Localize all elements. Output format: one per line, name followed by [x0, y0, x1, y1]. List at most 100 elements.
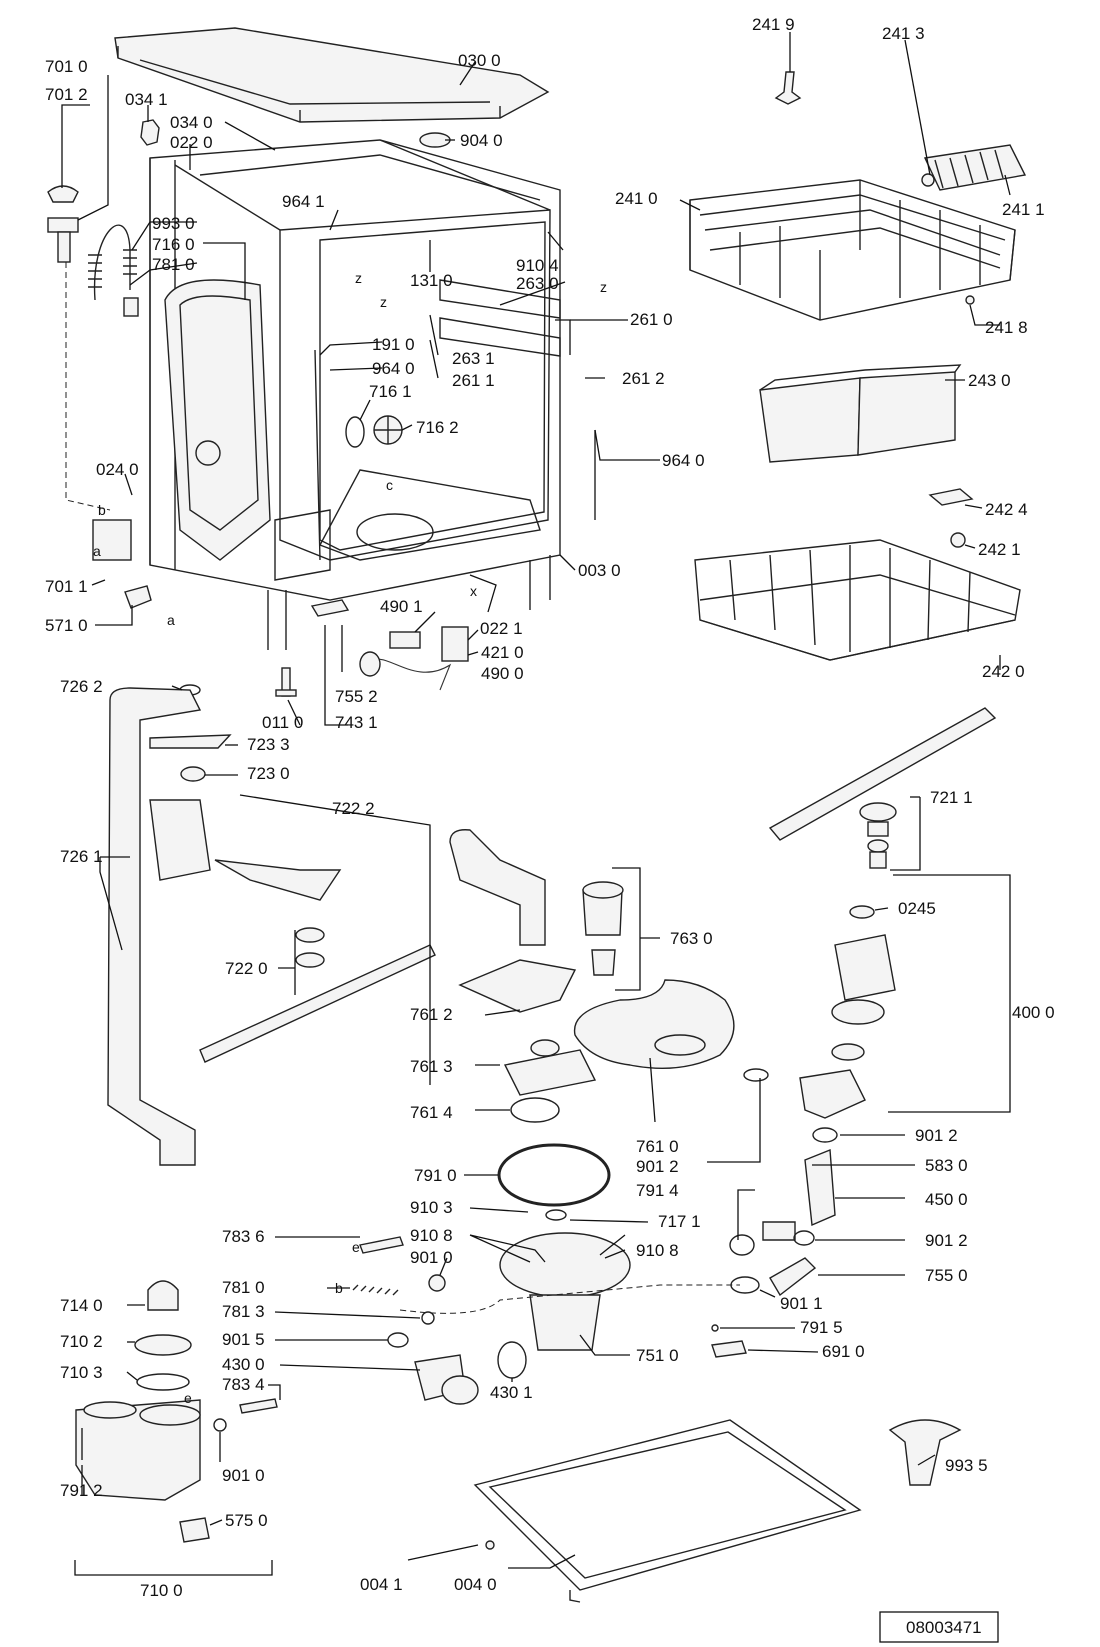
- part-label-421-0: 421 0: [481, 643, 524, 662]
- cutlery-basket-243-0: [759, 364, 962, 463]
- part-label-004-1: 004 1: [360, 1575, 403, 1594]
- reference-letters: z z c b a a x b e e z: [93, 270, 607, 1406]
- part-label-717-1: 717 1: [658, 1212, 701, 1231]
- hose-781-0: [352, 1284, 399, 1296]
- doc-id-box: [879, 1611, 999, 1643]
- part-label-761-3: 761 3: [410, 1057, 453, 1076]
- part-label-783-6: 783 6: [222, 1227, 265, 1246]
- part-label-761-4: 761 4: [410, 1103, 453, 1122]
- part-label-701-1: 701 1: [45, 577, 88, 596]
- letter-mark: e: [352, 1239, 360, 1255]
- part-label-993-0: 993 0: [152, 214, 195, 233]
- ring-781-3: [421, 1311, 435, 1325]
- part-label-910-3: 910 3: [410, 1198, 453, 1217]
- letter-mark: a: [93, 543, 101, 559]
- ring-791-5: [711, 1324, 719, 1332]
- part-label-242-1: 242 1: [978, 540, 1021, 559]
- electrical-parts-490: [359, 626, 469, 691]
- cap-714-0: [147, 1280, 179, 1311]
- part-label-241-1: 241 1: [1002, 200, 1045, 219]
- motor-pump-400-0: [743, 905, 896, 1119]
- part-761-2: [458, 959, 577, 1013]
- part-label-901-5: 901 5: [222, 1330, 265, 1349]
- arm-723-3: [149, 734, 232, 749]
- part-241-8: [965, 295, 975, 305]
- part-label-261-1: 261 1: [452, 371, 495, 390]
- part-label-191-0: 191 0: [372, 335, 415, 354]
- part-label-241-8: 241 8: [985, 318, 1028, 337]
- part-label-034-0: 034 0: [170, 113, 213, 132]
- part-241-9: [774, 71, 802, 105]
- clamp-901-1: [730, 1276, 760, 1294]
- letter-mark: e: [184, 1390, 192, 1406]
- part-label-034-1: 034 1: [125, 90, 168, 109]
- lower-spray-arm-722-0: [199, 859, 436, 1063]
- part-label-901-2-c: 901 2: [925, 1231, 968, 1250]
- part-034-1: [140, 119, 160, 146]
- part-label-964-1: 964 1: [282, 192, 325, 211]
- ring-710-3: [136, 1373, 190, 1391]
- part-label-751-0: 751 0: [636, 1346, 679, 1365]
- part-label-763-0: 763 0: [670, 929, 713, 948]
- part-label-241-3: 241 3: [882, 24, 925, 43]
- part-label-263-1: 263 1: [452, 349, 495, 368]
- letter-mark: z: [355, 270, 362, 286]
- clamp-901-2-a: [812, 1127, 838, 1143]
- part-label-430-0: 430 0: [222, 1355, 265, 1374]
- part-583-0: [762, 1221, 796, 1241]
- part-label-263-0: 263 0: [516, 274, 559, 293]
- part-label-901-2-a: 901 2: [915, 1126, 958, 1145]
- part-label-710-3: 710 3: [60, 1363, 103, 1382]
- part-701-1: [92, 519, 132, 561]
- part-242-1: [950, 532, 966, 548]
- letter-mark: c: [386, 477, 393, 493]
- part-691-0: [711, 1340, 747, 1358]
- part-label-022-0: 022 0: [170, 133, 213, 152]
- part-label-400-0: 400 0: [1012, 1003, 1055, 1022]
- part-label-710-2: 710 2: [60, 1332, 103, 1351]
- part-label-241-0: 241 0: [615, 189, 658, 208]
- letter-mark: x: [470, 583, 477, 599]
- clamp-901-5: [387, 1332, 409, 1348]
- softener-710-0: [75, 1399, 201, 1501]
- letter-mark: z: [600, 279, 607, 295]
- letter-mark: a: [167, 612, 175, 628]
- part-783-4: [239, 1398, 278, 1414]
- part-label-583-0: 583 0: [925, 1156, 968, 1175]
- upper-spray-arm-721-1: [768, 707, 997, 869]
- sieve-761-0: [573, 979, 735, 1069]
- part-label-964-0-a: 964 0: [372, 359, 415, 378]
- elbow-755-0: [769, 1257, 817, 1297]
- part-label-004-0: 004 0: [454, 1575, 497, 1594]
- part-701-2: [47, 185, 79, 203]
- part-242-4: [928, 488, 974, 506]
- part-label-450-0: 450 0: [925, 1190, 968, 1209]
- gasket-791-0: [497, 1143, 611, 1207]
- part-label-701-2: 701 2: [45, 85, 88, 104]
- part-571-0: [124, 585, 152, 609]
- valve-701-0: [47, 217, 79, 263]
- part-label-011-0: 011 0: [262, 713, 303, 732]
- tub-cabinet: [149, 139, 596, 650]
- part-label-791-5: 791 5: [800, 1318, 843, 1337]
- part-label-261-0: 261 0: [630, 310, 673, 329]
- upper-basket-241-0: [689, 179, 1016, 321]
- part-label-993-5: 993 5: [945, 1456, 988, 1475]
- base-frame-004-0: [473, 1419, 862, 1603]
- document-id: 08003471: [906, 1618, 982, 1637]
- ring-710-2: [134, 1334, 192, 1356]
- part-label-490-1: 490 1: [380, 597, 423, 616]
- pump-430-0: [414, 1354, 479, 1405]
- sump-751-0: [499, 1209, 631, 1351]
- part-241-3: [921, 173, 935, 187]
- part-label-791-4: 791 4: [636, 1181, 679, 1200]
- part-label-726-1: 726 1: [60, 847, 103, 866]
- part-label-261-2: 261 2: [622, 369, 665, 388]
- funnel-993-5: [888, 1419, 962, 1486]
- part-label-714-0: 714 0: [60, 1296, 103, 1315]
- part-label-755-2: 755 2: [335, 687, 378, 706]
- nut-723-0: [180, 766, 206, 782]
- part-label-901-1: 901 1: [780, 1294, 823, 1313]
- part-label-710-0: 710 0: [140, 1581, 183, 1600]
